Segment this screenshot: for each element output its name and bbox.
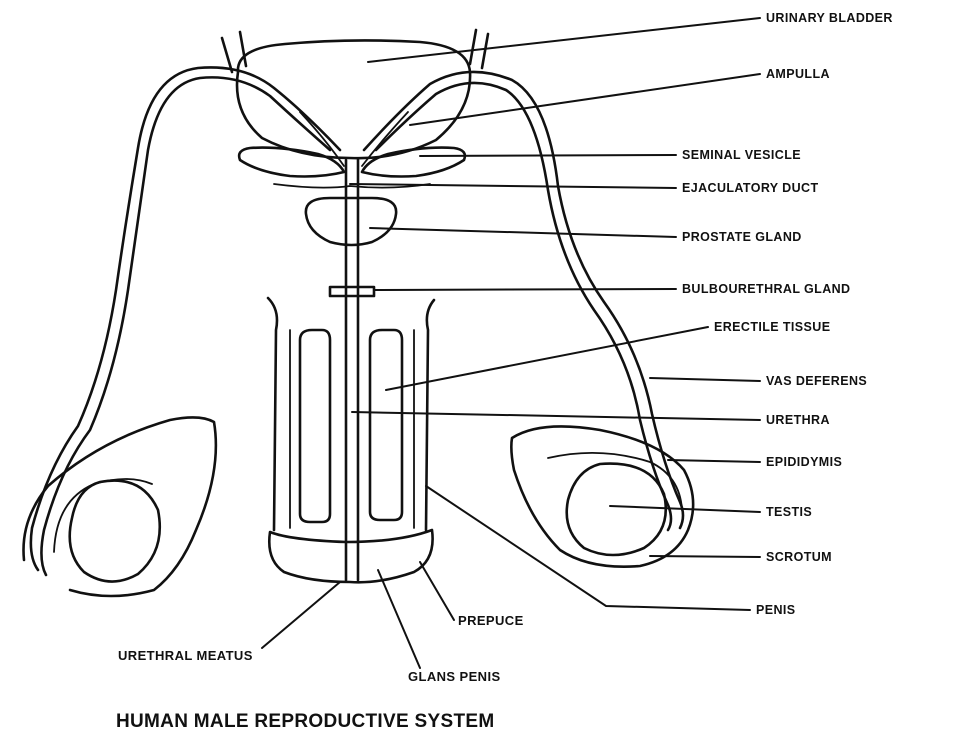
leader-penis	[426, 486, 750, 610]
label-prepuce: PREPUCE	[458, 613, 524, 628]
label-testis: TESTIS	[766, 505, 812, 519]
leader-prepuce	[420, 562, 454, 620]
label-ampulla: AMPULLA	[766, 67, 830, 81]
bulbourethral-gland-shape	[330, 287, 374, 296]
seminal-vesicle-shape	[239, 112, 465, 188]
label-penis: PENIS	[756, 603, 796, 617]
leader-seminal-vesicle	[420, 155, 676, 156]
leader-urethral-meatus	[262, 582, 340, 648]
leader-lines	[262, 18, 760, 668]
diagram-caption: HUMAN MALE REPRODUCTIVE SYSTEM	[116, 711, 494, 732]
label-scrotum: SCROTUM	[766, 550, 832, 564]
leader-urinary-bladder	[368, 18, 760, 62]
urethra-shape	[346, 160, 358, 580]
leader-scrotum	[650, 556, 760, 557]
leader-epididymis	[668, 460, 760, 462]
leader-glans-penis	[378, 570, 420, 668]
leader-erectile-tissue	[386, 327, 708, 390]
leader-bulbourethral-gland	[374, 289, 676, 290]
label-prostate-gland: PROSTATE GLAND	[682, 230, 802, 244]
label-erectile-tissue: ERECTILE TISSUE	[714, 320, 830, 334]
label-urinary-bladder: URINARY BLADDER	[766, 11, 893, 25]
label-vas-deferens: VAS DEFERENS	[766, 374, 867, 388]
penis-shape	[268, 298, 434, 582]
leader-vas-deferens	[650, 378, 760, 381]
label-seminal-vesicle: SEMINAL VESICLE	[682, 148, 801, 162]
leader-ampulla	[410, 74, 760, 125]
leader-prostate-gland	[370, 228, 676, 237]
label-bulbourethral-gland: BULBOURETHRAL GLAND	[682, 282, 850, 296]
label-glans-penis: GLANS PENIS	[408, 669, 501, 684]
prostate-gland-shape	[306, 198, 396, 245]
leader-testis	[610, 506, 760, 512]
label-urethra: URETHRA	[766, 413, 830, 427]
label-ejaculatory-duct: EJACULATORY DUCT	[682, 181, 819, 195]
right-testis-shape	[511, 426, 693, 566]
label-urethral-meatus: URETHRAL MEATUS	[118, 648, 253, 663]
urinary-bladder-shape	[222, 30, 488, 158]
label-epididymis: EPIDIDYMIS	[766, 455, 842, 469]
anatomy-drawing	[24, 30, 694, 596]
